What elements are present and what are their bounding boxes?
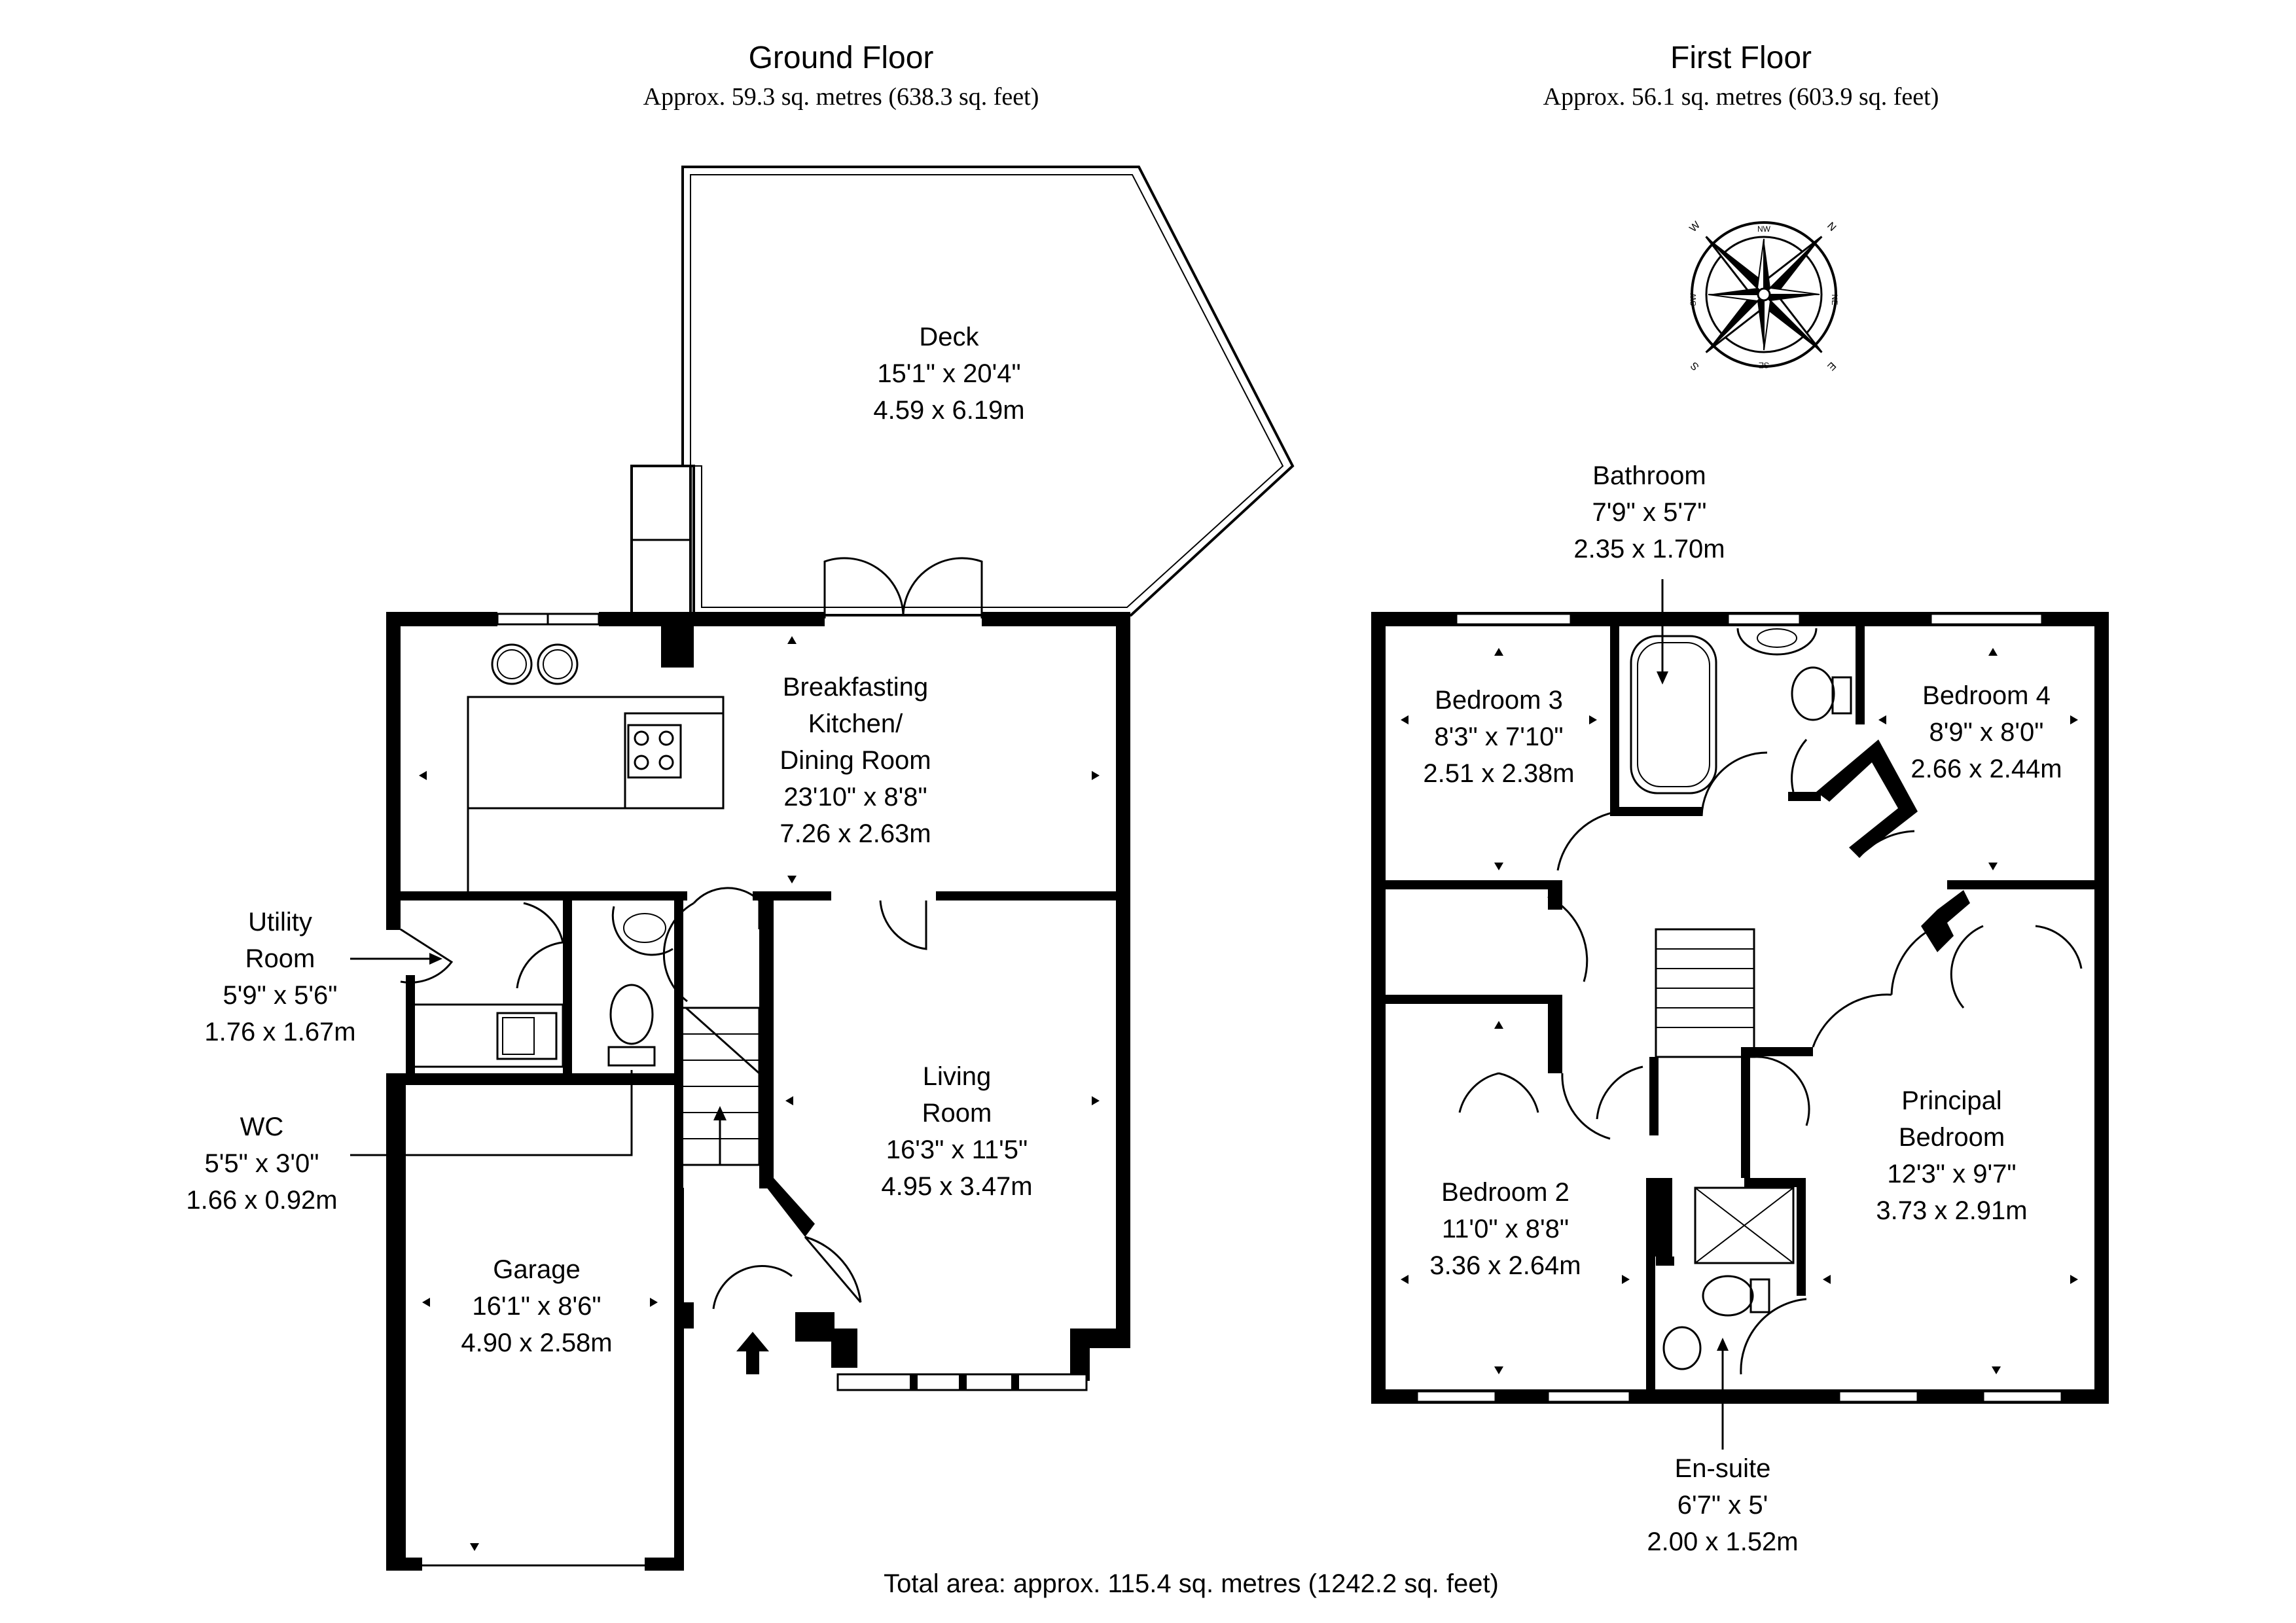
kitchen-name-2: Kitchen/	[808, 709, 903, 738]
compass-s: S	[1689, 359, 1702, 372]
utility-leader-arrow	[350, 953, 442, 965]
compass-n: N	[1825, 221, 1838, 234]
room-label-bathroom: Bathroom 7'9" x 5'7" 2.35 x 1.70m	[1573, 461, 1725, 563]
principal-name-1: Principal	[1901, 1086, 2001, 1115]
principal-name-2: Bedroom	[1899, 1123, 2005, 1152]
garage-imperial: 16'1" x 8'6"	[472, 1292, 601, 1321]
garage-metric: 4.90 x 2.58m	[461, 1329, 612, 1357]
room-label-principal: Principal Bedroom 12'3" x 9'7" 3.73 x 2.…	[1876, 1086, 2027, 1225]
total-area: Total area: approx. 115.4 sq. metres (12…	[884, 1569, 1499, 1598]
bedroom4-imperial: 8'9" x 8'0"	[1929, 718, 2044, 747]
bathroom-name: Bathroom	[1592, 461, 1706, 490]
room-label-ensuite: En-suite 6'7" x 5' 2.00 x 1.52m	[1647, 1454, 1798, 1556]
room-label-deck: Deck 15'1" x 20'4" 4.59 x 6.19m	[873, 323, 1024, 425]
sink-icon	[491, 643, 579, 685]
ensuite-name: En-suite	[1675, 1454, 1771, 1483]
utility-name-1: Utility	[248, 908, 312, 936]
utility-imperial: 5'9" x 5'6"	[223, 981, 338, 1010]
front-door-arrow-icon	[736, 1332, 769, 1374]
compass-e: E	[1825, 359, 1838, 372]
room-label-garage: Garage 16'1" x 8'6" 4.90 x 2.58m	[461, 1255, 612, 1357]
utility-name-2: Room	[245, 944, 315, 973]
room-label-living: Living Room 16'3" x 11'5" 4.95 x 3.47m	[881, 1062, 1032, 1201]
living-name-1: Living	[923, 1062, 992, 1091]
bedroom2-imperial: 11'0" x 8'8"	[1442, 1215, 1569, 1243]
wc-name: WC	[240, 1113, 284, 1141]
bathroom-leader-arrow	[1657, 579, 1668, 685]
utility-sink-icon	[496, 1012, 558, 1060]
utility-metric: 1.76 x 1.67m	[204, 1018, 355, 1046]
room-label-utility: Utility Room 5'9" x 5'6" 1.76 x 1.67m	[204, 908, 355, 1046]
room-label-bedroom3: Bedroom 3 8'3" x 7'10" 2.51 x 2.38m	[1423, 686, 1574, 788]
first-floor-title: First Floor	[1670, 41, 1812, 75]
bathroom-imperial: 7'9" x 5'7"	[1592, 498, 1707, 527]
compass-se: SE	[1759, 361, 1769, 370]
principal-imperial: 12'3" x 9'7"	[1887, 1160, 2016, 1188]
wc-leader-line	[350, 1070, 633, 1156]
ensuite-imperial: 6'7" x 5'	[1677, 1491, 1768, 1520]
bath-toilet-icon	[1791, 666, 1852, 721]
bath-basin-icon	[1736, 628, 1818, 656]
basin-icon	[611, 906, 673, 956]
room-label-kitchen: Breakfasting Kitchen/ Dining Room 23'10"…	[780, 673, 931, 848]
compass-nw: NW	[1757, 224, 1771, 234]
compass-rose-icon: N NE E SE S SW W NW	[1687, 219, 1839, 372]
ground-floor-area: Approx. 59.3 sq. metres (638.3 sq. feet)	[643, 83, 1039, 111]
ensuite-metric: 2.00 x 1.52m	[1647, 1527, 1798, 1556]
toilet-icon	[607, 984, 656, 1067]
kitchen-name-1: Breakfasting	[783, 673, 928, 702]
compass-w: W	[1687, 219, 1702, 234]
bedroom4-name: Bedroom 4	[1922, 681, 2051, 710]
ensuite-toilet-icon	[1702, 1275, 1770, 1317]
living-name-2: Room	[922, 1099, 992, 1128]
living-metric: 4.95 x 3.47m	[881, 1172, 1032, 1201]
wc-imperial: 5'5" x 3'0"	[205, 1149, 319, 1178]
first-floor-area: Approx. 56.1 sq. metres (603.9 sq. feet)	[1543, 83, 1939, 111]
bedroom3-metric: 2.51 x 2.38m	[1423, 759, 1574, 788]
first-floor-dimension-ticks	[1401, 648, 2078, 1374]
garage-name: Garage	[493, 1255, 580, 1284]
bedroom2-name: Bedroom 2	[1441, 1178, 1570, 1207]
deck-imperial: 15'1" x 20'4"	[877, 359, 1020, 388]
bathroom-metric: 2.35 x 1.70m	[1573, 535, 1725, 563]
room-label-bedroom2: Bedroom 2 11'0" x 8'8" 3.36 x 2.64m	[1429, 1178, 1581, 1280]
room-label-bedroom4: Bedroom 4 8'9" x 8'0" 2.66 x 2.44m	[1910, 681, 2062, 783]
dimension-ticks	[419, 636, 1100, 1551]
kitchen-metric: 7.26 x 2.63m	[780, 819, 931, 848]
compass-ne: NE	[1830, 294, 1839, 306]
hob-icon	[627, 724, 682, 779]
room-label-wc: WC 5'5" x 3'0" 1.66 x 0.92m	[186, 1113, 337, 1215]
bedroom3-imperial: 8'3" x 7'10"	[1434, 722, 1563, 751]
kitchen-imperial: 23'10" x 8'8"	[783, 783, 927, 812]
bedroom4-metric: 2.66 x 2.44m	[1910, 755, 2062, 783]
ensuite-basin-icon	[1662, 1326, 1702, 1370]
shower-icon	[1694, 1186, 1795, 1264]
kitchen-name-3: Dining Room	[780, 746, 931, 775]
ensuite-leader-arrow	[1717, 1338, 1729, 1450]
first-floor-plan	[1371, 612, 2109, 1404]
bedroom2-metric: 3.36 x 2.64m	[1429, 1251, 1581, 1280]
deck-outline	[681, 166, 1295, 616]
bedroom3-name: Bedroom 3	[1435, 686, 1563, 715]
compass-sw: SW	[1689, 293, 1698, 306]
living-imperial: 16'3" x 11'5"	[886, 1135, 1028, 1164]
deck-name: Deck	[919, 323, 979, 351]
wc-metric: 1.66 x 0.92m	[186, 1186, 337, 1215]
ground-floor-plan	[386, 166, 1295, 1571]
deck-metric: 4.59 x 6.19m	[873, 396, 1024, 425]
ground-floor-title: Ground Floor	[749, 41, 934, 75]
principal-metric: 3.73 x 2.91m	[1876, 1196, 2027, 1225]
